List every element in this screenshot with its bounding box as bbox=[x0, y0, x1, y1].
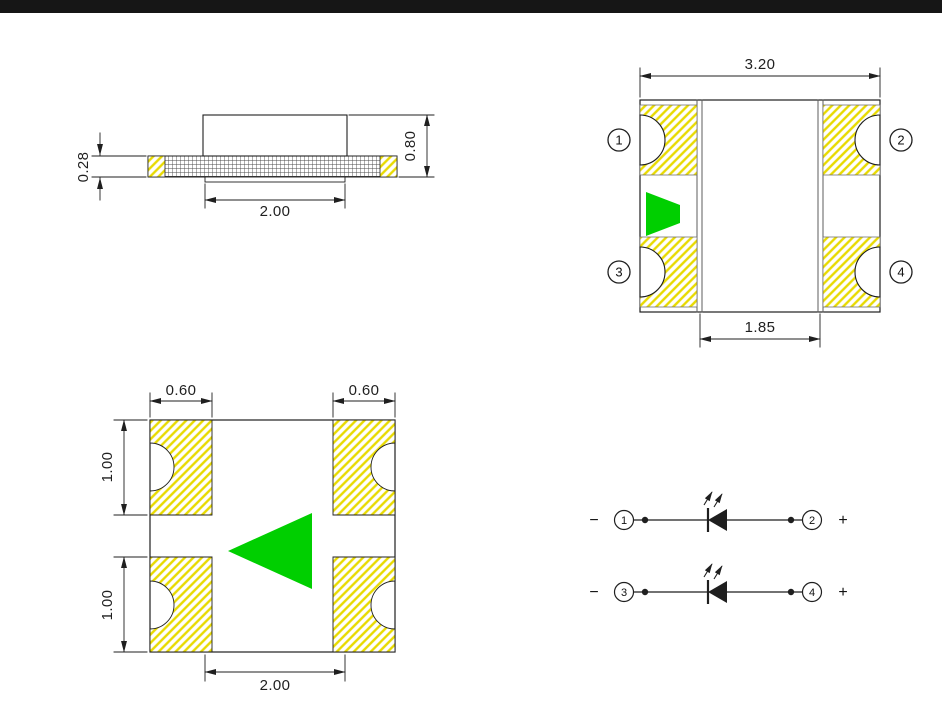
pad-top-left bbox=[149, 419, 213, 516]
cathode-mark-green bbox=[646, 192, 680, 236]
dim-body-width: 1.85 bbox=[699, 313, 821, 348]
dim-side-width-label: 2.00 bbox=[260, 203, 291, 220]
pin-2-label: 2 bbox=[897, 133, 904, 148]
pad-bottom-left bbox=[149, 556, 213, 653]
slab-end-right bbox=[379, 155, 398, 178]
emission-arrows-row2 bbox=[703, 563, 723, 580]
dim-side-total-height-label: 0.80 bbox=[402, 131, 419, 162]
pin-4-marker: 4 bbox=[889, 260, 913, 284]
pin-circle-2-label: 2 bbox=[809, 515, 815, 527]
bottom-pad-strip bbox=[204, 176, 346, 183]
terminal-1 bbox=[639, 104, 698, 176]
pin-4-label: 4 bbox=[897, 265, 904, 280]
node-dot-left-row1 bbox=[641, 516, 649, 524]
terminal-3 bbox=[639, 236, 698, 308]
bottom-view: 0.60 0.60 1.00 1.00 2.00 bbox=[99, 382, 396, 694]
pad-bottom-right bbox=[332, 556, 396, 653]
dim-pad-span: 2.00 bbox=[204, 654, 346, 694]
pin-3-label: 3 bbox=[615, 265, 622, 280]
pin-circle-1 bbox=[613, 509, 635, 531]
dim-body-width-label: 1.85 bbox=[745, 319, 776, 336]
package-body-side bbox=[202, 114, 348, 157]
polarity-arrow-green bbox=[228, 513, 312, 589]
dim-pad-height-upper-label: 1.00 bbox=[99, 452, 116, 483]
dim-side-width: 2.00 bbox=[204, 183, 346, 220]
slab-end-left bbox=[147, 155, 166, 178]
dim-pad-width-right: 0.60 bbox=[332, 382, 396, 418]
solder-slab bbox=[147, 155, 398, 178]
dim-side-thickness: 0.28 bbox=[75, 132, 147, 201]
pad-top-right bbox=[332, 419, 396, 516]
led-triangle-row2 bbox=[708, 581, 727, 603]
pin-circle-2 bbox=[801, 509, 823, 531]
pin-1-marker: 1 bbox=[607, 128, 631, 152]
pin-circle-4 bbox=[801, 581, 823, 603]
led-triangle-row1 bbox=[708, 509, 727, 531]
pin-circle-4-label: 4 bbox=[809, 587, 815, 599]
dim-pad-height-upper: 1.00 bbox=[99, 419, 148, 516]
dim-pad-span-label: 2.00 bbox=[260, 677, 291, 694]
dim-pad-width-left-label: 0.60 bbox=[166, 382, 197, 399]
pin-3-marker: 3 bbox=[607, 260, 631, 284]
minus-sign-row1: − bbox=[589, 512, 598, 529]
top-view: 1 2 3 4 3.20 1.85 bbox=[607, 56, 913, 348]
dim-overall-width-label: 3.20 bbox=[745, 56, 776, 73]
top-bar bbox=[0, 0, 942, 13]
emission-arrows-row1 bbox=[703, 491, 723, 508]
dim-side-total-height: 0.80 bbox=[348, 114, 435, 178]
plus-sign-row1: + bbox=[838, 512, 847, 529]
plus-sign-row2: + bbox=[838, 584, 847, 601]
dim-pad-height-lower-label: 1.00 bbox=[99, 590, 116, 621]
pin-circle-3-label: 3 bbox=[621, 587, 627, 599]
dim-pad-height-lower: 1.00 bbox=[99, 556, 148, 653]
dim-pad-width-left: 0.60 bbox=[149, 382, 213, 418]
dim-side-thickness-label: 0.28 bbox=[75, 152, 92, 183]
minus-sign-row2: − bbox=[589, 584, 598, 601]
pin-circle-1-label: 1 bbox=[621, 515, 627, 527]
pin-2-marker: 2 bbox=[889, 128, 913, 152]
side-view: 0.28 0.80 2.00 bbox=[75, 114, 435, 220]
pin-1-label: 1 bbox=[615, 133, 622, 148]
dim-pad-width-right-label: 0.60 bbox=[349, 382, 380, 399]
terminal-2 bbox=[822, 104, 881, 176]
terminal-4 bbox=[822, 236, 881, 308]
schematic-row-1: − 1 2 + bbox=[589, 491, 848, 532]
node-dot-right-row1 bbox=[787, 516, 795, 524]
dim-overall-width: 3.20 bbox=[639, 56, 881, 98]
pin-circle-3 bbox=[613, 581, 635, 603]
node-dot-left-row2 bbox=[641, 588, 649, 596]
schematic-row-2: − 3 4 + bbox=[589, 563, 848, 604]
schematic: − 1 2 + − 3 bbox=[589, 491, 848, 604]
node-dot-right-row2 bbox=[787, 588, 795, 596]
